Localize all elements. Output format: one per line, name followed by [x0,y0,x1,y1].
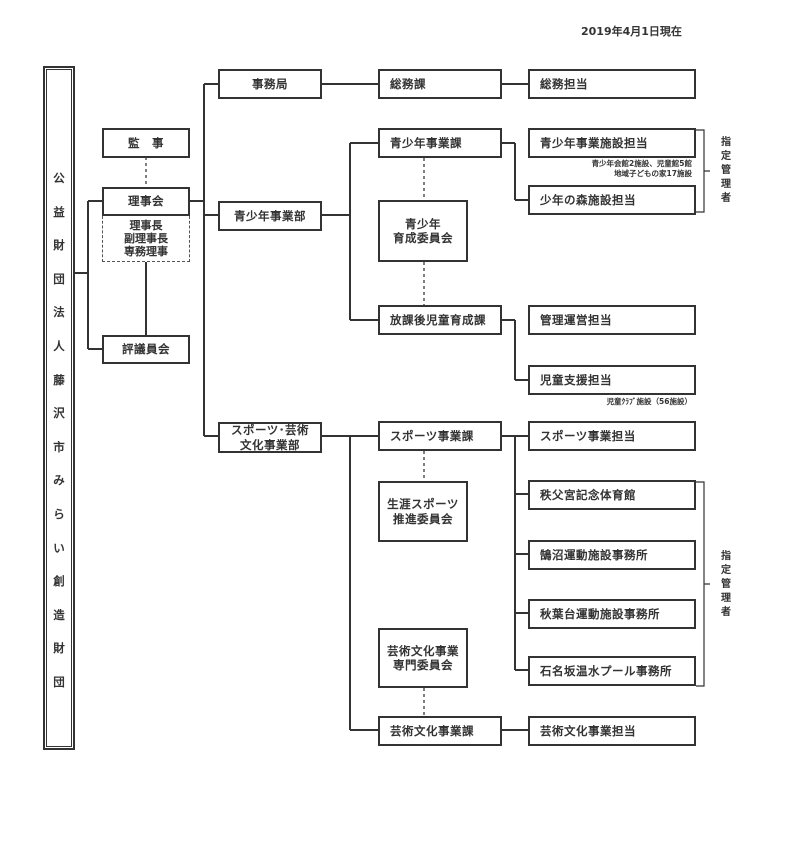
afterschool-section-box: 放課後児童育成課 [378,305,502,335]
lifelong-sports-committee-box: 生涯スポーツ 推進委員会 [378,481,468,542]
foundation-char: 法 [53,305,65,320]
foundation-char: 益 [53,204,65,219]
label-char: 者 [721,607,731,618]
foundation-char: い [53,540,65,555]
child-support-unit-box: 児童支援担当 [528,365,696,395]
label-char: 管 [721,579,731,590]
sports-section-box: スポーツ事業課 [378,421,502,451]
child-support-note: 児童ｸﾗﾌﾞ施設（56施設） [606,397,692,406]
arts-committee-line: 芸術文化事業 [387,643,459,658]
arts-committee-line: 専門委員会 [393,658,453,672]
foundation-name-box: 公 益 財 団 法 人 藤 沢 市 み ら い 創 造 財 団 [43,66,75,750]
sports-unit-box: スポーツ事業担当 [528,421,696,451]
as-of-date: 2019年4月1日現在 [581,25,682,38]
ishinazaka-pool-box: 石名坂温水プール事務所 [528,656,696,686]
board-members-box: 理事長 副理事長 専務理事 [102,216,190,262]
label-char: 者 [721,193,731,204]
label-char: 理 [721,179,731,190]
sports-arts-dept-line: 文化事業部 [240,437,300,452]
connector-sports-section-units [502,435,528,671]
connector-main-spine [203,83,218,437]
arts-committee-box: 芸術文化事業 専門委員会 [378,628,468,688]
connector-youth-section-units [502,142,528,201]
board-member: 専務理事 [124,245,168,259]
foundation-char: 市 [53,439,65,454]
youth-facilities-note-line: 青少年会館2施設、児童館5館 [591,159,692,168]
sports-arts-dept-box: スポーツ･芸術 文化事業部 [218,422,322,453]
label-char: 定 [721,565,731,576]
management-ops-unit-box: 管理運営担当 [528,305,696,335]
general-affairs-section-box: 総務課 [378,69,502,99]
connector-governance-spine [87,200,102,350]
chichibunomiya-gym-box: 秩父宮記念体育館 [528,480,696,510]
youth-facilities-note: 青少年会館2施設、児童館5館 地域子どもの家17施設 [540,159,692,179]
lifelong-sports-committee-line: 推進委員会 [393,511,453,526]
foundation-char: 団 [53,674,65,689]
foundation-char: 団 [53,271,65,286]
foundation-char: 沢 [53,406,65,421]
foundation-char: み [53,473,65,488]
connector-afterschool-units [502,319,528,381]
akibadai-office-box: 秋葉台運動施設事務所 [528,599,696,629]
connector-youth-dept [322,142,378,321]
designated-manager-label-youth: 指 定 管 理 者 [721,136,731,206]
board-member: 副理事長 [124,231,168,245]
board-box: 理事会 [102,187,190,216]
label-char: 管 [721,165,731,176]
youth-committee-line: 青少年 [405,216,441,231]
lifelong-sports-committee-line: 生涯スポーツ [387,497,459,512]
label-char: 指 [721,551,731,562]
foundation-char: 公 [53,171,65,185]
kugenuma-office-box: 鵠沼運動施設事務所 [528,540,696,570]
foundation-char: 造 [53,607,65,622]
foundation-char: 人 [53,338,65,353]
bracket-designated-sports [696,481,710,687]
foundation-char: ら [53,506,65,521]
board-member: 理事長 [129,218,163,232]
foundation-char: 創 [53,574,65,589]
connector-sports-dept [322,435,378,731]
youth-section-box: 青少年事業課 [378,128,502,158]
auditor-box: 監 事 [102,128,190,158]
youth-facilities-unit-box: 青少年事業施設担当 [528,128,696,158]
youth-dept-box: 青少年事業部 [218,201,322,231]
general-affairs-unit-box: 総務担当 [528,69,696,99]
youth-facilities-note-line: 地域子どもの家17施設 [614,169,692,179]
label-char: 理 [721,593,731,604]
arts-section-box: 芸術文化事業課 [378,716,502,746]
youth-committee-line: 育成委員会 [393,231,453,245]
label-char: 定 [721,151,731,162]
foundation-char: 藤 [53,372,65,387]
secretariat-box: 事務局 [218,69,322,99]
designated-manager-label-sports: 指 定 管 理 者 [721,550,731,620]
bracket-designated-youth [696,129,710,213]
arts-unit-box: 芸術文化事業担当 [528,716,696,746]
youth-committee-box: 青少年 育成委員会 [378,200,468,262]
council-box: 評議員会 [102,335,190,364]
foundation-char: 財 [53,238,65,253]
youth-forest-unit-box: 少年の森施設担当 [528,185,696,215]
foundation-char: 財 [53,641,65,656]
sports-arts-dept-line: スポーツ･芸術 [230,423,310,438]
label-char: 指 [721,137,731,148]
